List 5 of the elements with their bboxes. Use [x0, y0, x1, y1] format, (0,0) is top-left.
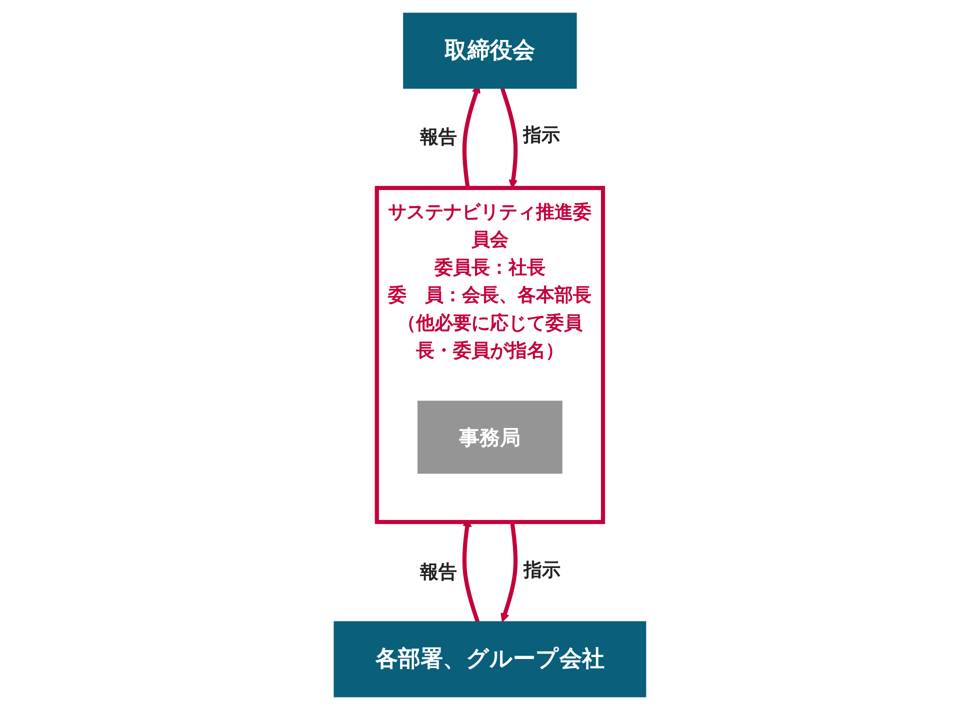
node-box: 事務局 [418, 400, 562, 474]
edge-label: 報告 [420, 126, 457, 148]
node-box: 各部署、グループ会社 [334, 621, 646, 698]
node-box: 取締役会 [403, 12, 577, 89]
edge-label: 報告 [420, 562, 457, 584]
